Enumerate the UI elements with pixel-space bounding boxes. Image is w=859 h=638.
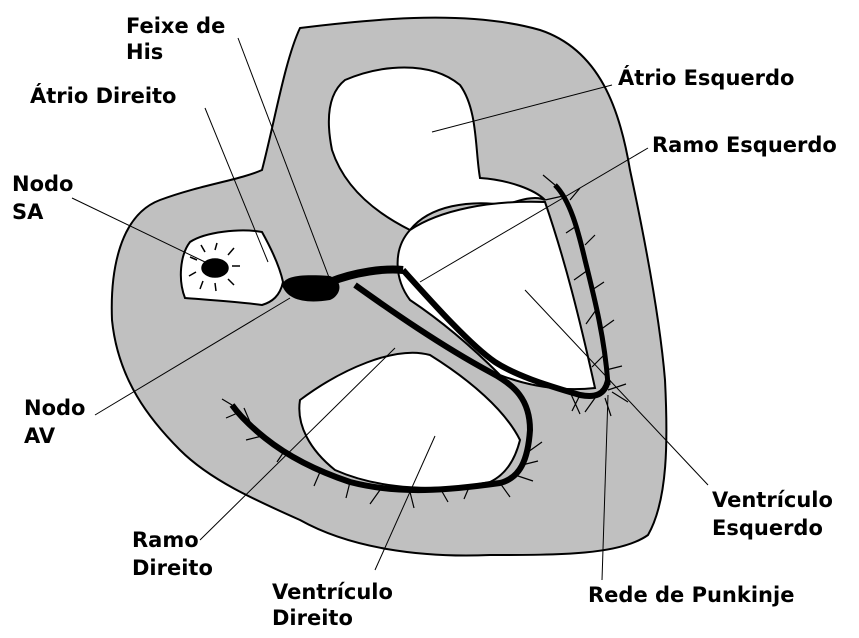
label-rede-punkinje: Rede de Punkinje	[588, 583, 794, 607]
label-ramo-esquerdo: Ramo Esquerdo	[652, 133, 837, 157]
label-nodo-sa-1: Nodo	[12, 172, 73, 196]
label-ventriculo-esquerdo-1: Ventrículo	[712, 488, 833, 512]
label-ventriculo-direito-2: Direito	[272, 606, 353, 630]
label-feixe-his-2: His	[126, 40, 163, 64]
label-ramo-direito-2: Direito	[132, 556, 213, 580]
label-nodo-av-2: AV	[24, 424, 55, 448]
label-feixe-his-1: Feixe de	[126, 14, 225, 38]
label-ramo-direito-1: Ramo	[132, 528, 199, 552]
label-nodo-av-1: Nodo	[24, 396, 85, 420]
label-nodo-sa-2: SA	[12, 200, 43, 224]
right-atrium-cavity	[181, 230, 283, 305]
label-atrio-esquerdo: Átrio Esquerdo	[618, 66, 794, 90]
label-ventriculo-direito-1: Ventrículo	[272, 580, 393, 604]
label-ventriculo-esquerdo-2: Esquerdo	[712, 516, 823, 540]
label-atrio-direito: Átrio Direito	[30, 84, 176, 108]
